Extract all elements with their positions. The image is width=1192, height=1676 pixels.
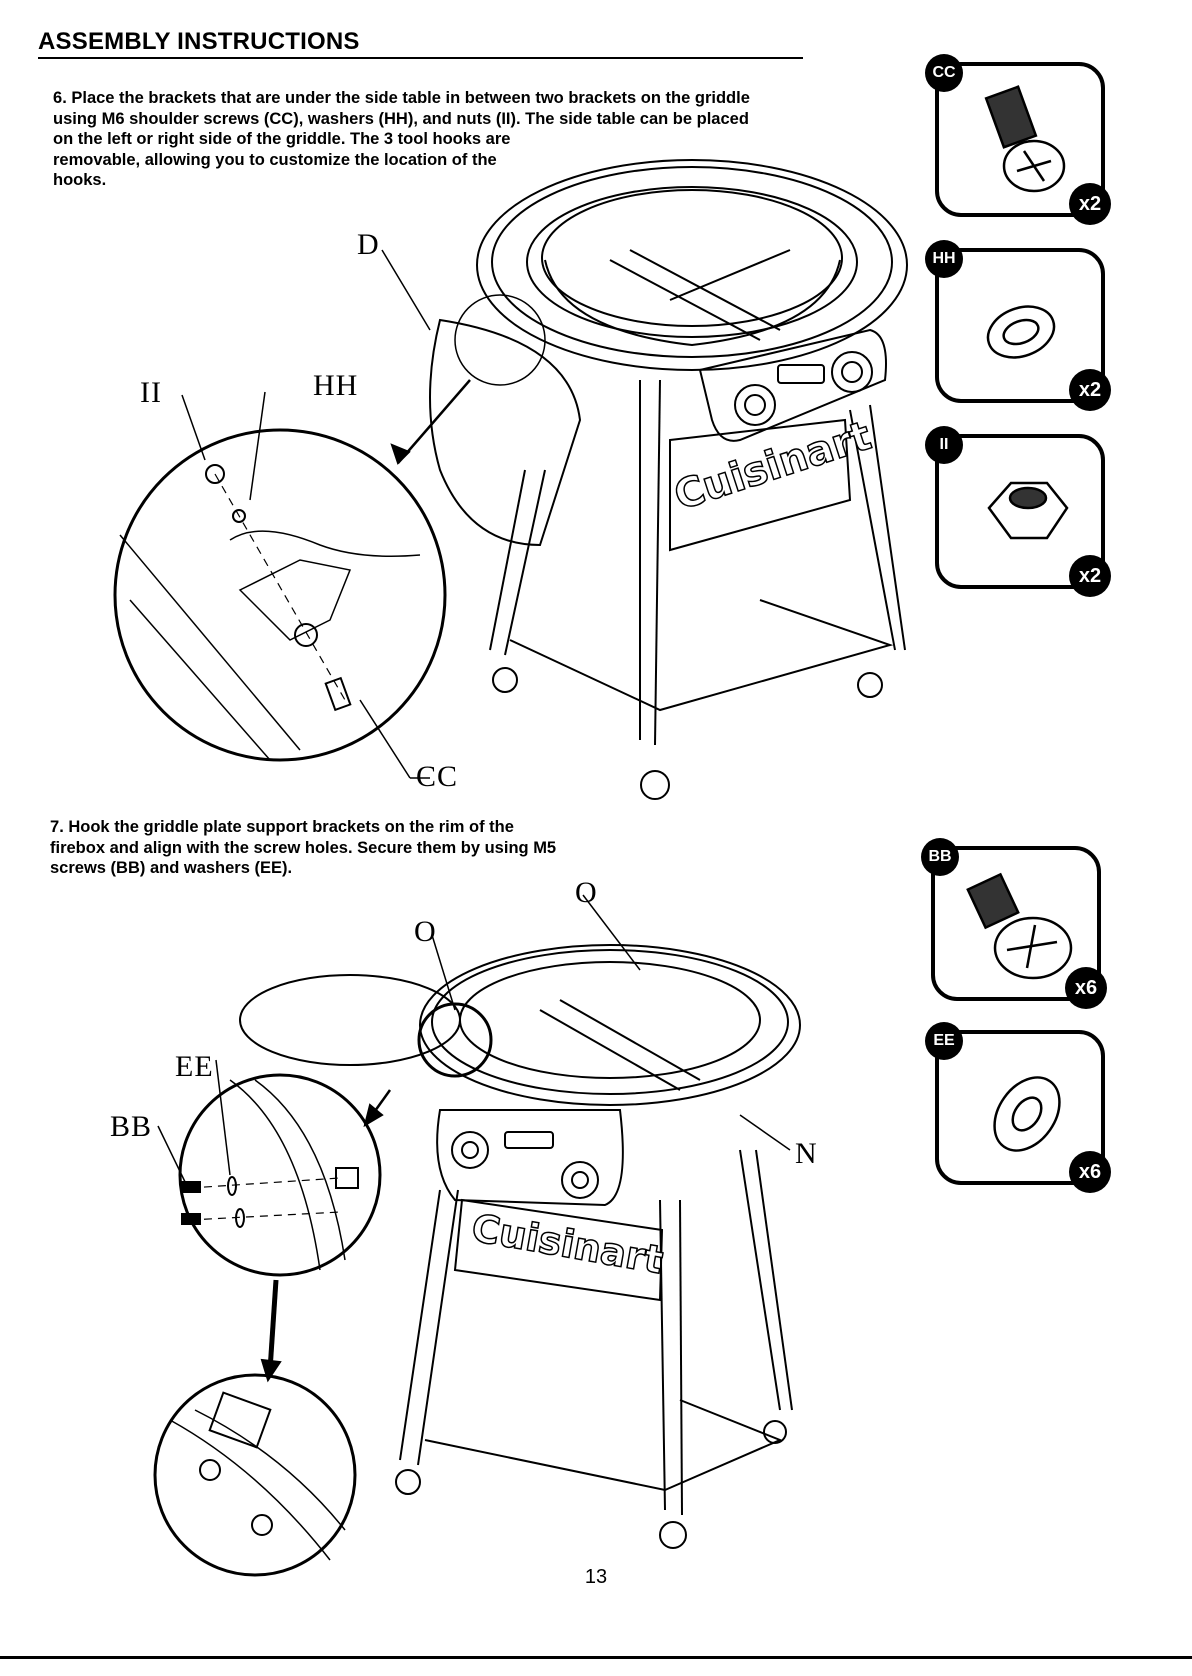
- detail-zoom-circle-step7-b: [153, 1373, 357, 1577]
- hex-nut-icon: [987, 481, 1069, 540]
- callout-ee: EE: [175, 1050, 214, 1083]
- part-code-badge-ee: EE: [925, 1022, 963, 1060]
- callout-n: N: [795, 1137, 818, 1170]
- step-7-number: 7: [50, 818, 60, 836]
- callout-cc: CC: [416, 760, 459, 793]
- bottom-rule: [0, 1656, 1192, 1659]
- part-code-badge-ii: II: [925, 426, 963, 464]
- detail-zoom-circle-step6: [113, 428, 447, 762]
- step-6-instructions: 6. Place the brackets that are under the…: [53, 88, 813, 191]
- part-code-badge-cc: CC: [925, 54, 963, 92]
- lock-washer-icon: [986, 305, 1056, 359]
- part-qty-bb: x6: [1065, 967, 1107, 1009]
- step-6-line-1: 6. Place the brackets that are under the…: [53, 89, 750, 107]
- callout-bb: BB: [110, 1110, 153, 1143]
- part-code-badge-hh: HH: [925, 240, 963, 278]
- screw-icon: [966, 872, 1073, 980]
- step-7-text: . Hook the griddle plate support bracket…: [50, 818, 557, 877]
- part-card-bb: BB x6: [921, 838, 1107, 1009]
- callout-hh: HH: [313, 369, 359, 402]
- part-qty-ii: x2: [1069, 555, 1111, 597]
- page-number: 13: [584, 1566, 608, 1588]
- part-card-hh: HH x2: [925, 240, 1111, 411]
- part-qty-hh: x2: [1069, 369, 1111, 411]
- part-card-ii: II x2: [925, 426, 1111, 597]
- part-code-badge-bb: BB: [921, 838, 959, 876]
- callout-o-1: O: [575, 876, 598, 909]
- shoulder-screw-icon: [984, 85, 1066, 193]
- callout-d: D: [357, 228, 380, 261]
- step-6-number: 6: [53, 89, 63, 107]
- step-7-instructions: 7. Hook the griddle plate support bracke…: [50, 817, 570, 879]
- griddle-cart-step6: [429, 159, 908, 800]
- part-qty-ee: x6: [1069, 1151, 1111, 1193]
- callout-o-2: O: [414, 915, 437, 948]
- griddle-cart-step7: [239, 944, 801, 1549]
- step-6-line-2: using M6 shoulder screws (CC), washers (…: [53, 109, 749, 128]
- part-card-ee: EE x6: [925, 1022, 1111, 1193]
- detail-zoom-circle-step7-a: [178, 1073, 382, 1277]
- callout-ii: II: [140, 376, 162, 409]
- flat-washer-icon: [993, 1076, 1061, 1152]
- step-6-line-rest: on the left or right side of the griddle…: [53, 130, 511, 189]
- brand-logo-step7: Cuisinart: [468, 1206, 666, 1283]
- title-underline: [38, 57, 803, 59]
- part-qty-cc: x2: [1069, 183, 1111, 225]
- part-card-cc: CC x2: [925, 54, 1111, 225]
- page-title: ASSEMBLY INSTRUCTIONS: [38, 28, 360, 55]
